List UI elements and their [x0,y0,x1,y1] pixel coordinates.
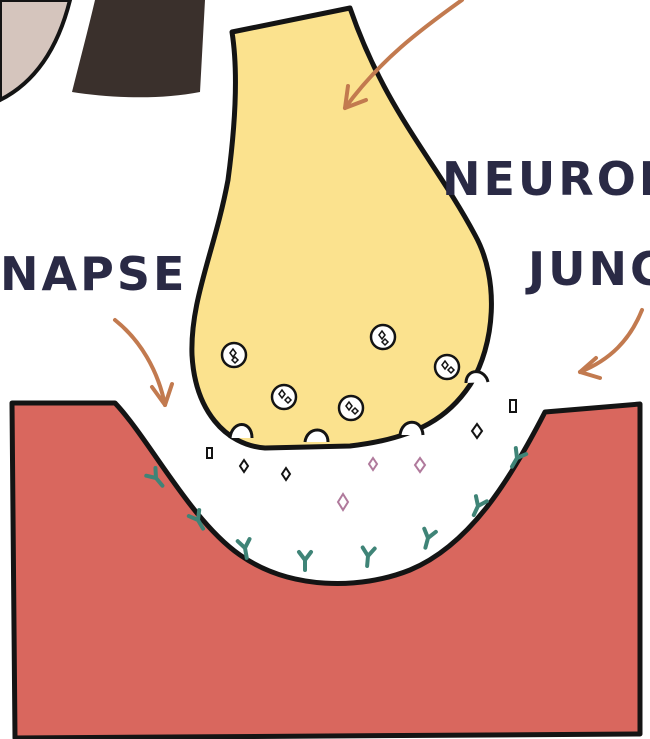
neurotransmitter-icon [472,424,482,438]
vesicle-icon [222,343,246,367]
neurotransmitter-icon [207,448,212,458]
neurotransmitter-icon [415,458,425,472]
neurotransmitter-icon [338,494,348,510]
arrow-icon [580,310,642,378]
neuromuscular-label-line2: JUNC [525,242,650,296]
vesicle-icon [371,325,395,349]
neurotransmitter-icon [240,460,248,472]
vesicle-icon [339,396,363,420]
receptor-icon [420,529,436,549]
neuromuscular-label-line1: NEUROM [442,152,650,206]
neurotransmitter-icon [510,400,516,412]
arrow-icon [115,320,172,405]
cut-off-shape-light [0,0,70,100]
cut-off-illustration [0,0,205,100]
synapse-label: NAPSE [0,247,187,301]
receptor-icon [299,552,311,570]
axon-terminal [192,8,492,448]
release-site [466,372,488,383]
muscle-fiber [12,403,640,738]
neurotransmitter-icon [369,458,377,470]
vesicle-icon [435,355,459,379]
cut-off-shape-dark [72,0,205,97]
receptor-icon [361,548,375,567]
vesicle-icon [272,385,296,409]
neurotransmitter-icon [282,468,290,480]
